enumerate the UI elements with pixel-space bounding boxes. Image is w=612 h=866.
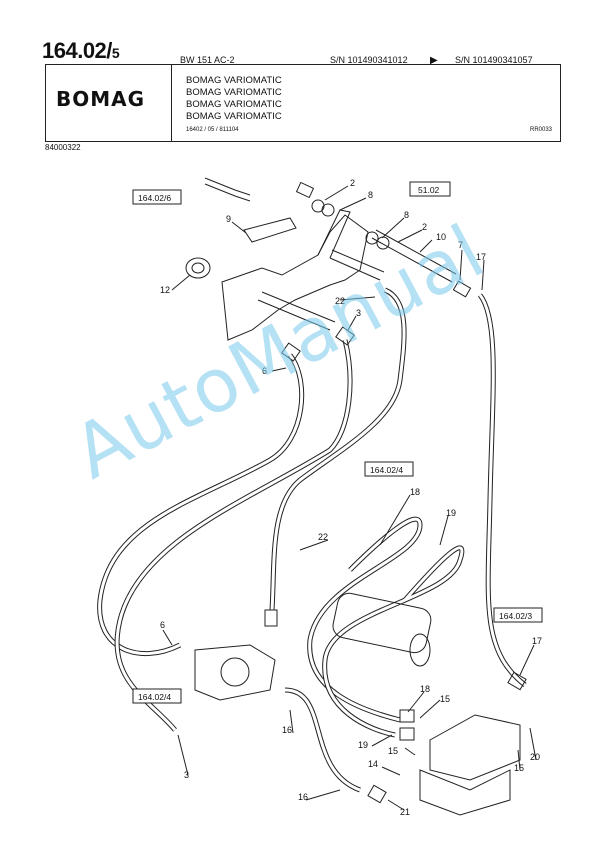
title-line: BOMAG VARIOMATIC (186, 111, 282, 122)
hose-top (204, 177, 251, 196)
callout: 2 (422, 222, 427, 232)
hose-19 (322, 545, 465, 738)
callout: 12 (160, 285, 170, 295)
title-block: BOMAG VARIOMATIC BOMAG VARIOMATIC BOMAG … (186, 75, 282, 123)
page-number: 164.02/5 (42, 38, 120, 63)
callout: 19 (446, 508, 456, 518)
ref-box-4: 164.02/4 (132, 688, 182, 704)
callout: 3 (356, 308, 361, 318)
ref-box-label: 164.02/4 (370, 465, 403, 475)
header-divider (171, 65, 172, 141)
callout: 16 (298, 792, 308, 802)
bomag-logo: BOMAG (56, 87, 146, 111)
callout: 21 (400, 807, 410, 817)
ref-box-label: 164.02/6 (138, 193, 171, 203)
fitting (452, 280, 472, 298)
model-label: BW 151 AC-2 (180, 55, 235, 65)
callout: 6 (262, 366, 267, 376)
fitting (399, 709, 415, 723)
callout: 17 (532, 636, 542, 646)
callout: 10 (436, 232, 446, 242)
callout: 19 (358, 740, 368, 750)
serial-from: S/N 101490341012 (330, 55, 408, 65)
ref-box-1: 164.02/6 (132, 189, 182, 205)
callout: 2 (350, 178, 355, 188)
hose-17 (477, 293, 527, 687)
fitting (507, 671, 527, 691)
washer (321, 203, 335, 217)
callout: 8 (404, 210, 409, 220)
fitting (281, 342, 301, 362)
callout: 20 (530, 752, 540, 762)
ref-box-3: 164.02/4 (364, 461, 414, 477)
bolt-long (371, 229, 457, 283)
callout: 22 (335, 296, 345, 306)
title-line: BOMAG VARIOMATIC (186, 87, 282, 98)
callout: 3 (184, 770, 189, 780)
title-line: BOMAG VARIOMATIC (186, 99, 282, 110)
callout: 15 (440, 694, 450, 704)
header-box: BOMAG BOMAG VARIOMATIC BOMAG VARIOMATIC … (45, 64, 561, 142)
cylinder (332, 592, 432, 654)
fitting (367, 784, 387, 804)
fitting (295, 181, 315, 199)
callout: 17 (476, 252, 486, 262)
grommet (185, 257, 211, 279)
washer (365, 231, 379, 245)
ref-box-5: 164.02/3 (493, 607, 543, 623)
fitting (399, 727, 415, 741)
mounting-bracket (221, 214, 369, 341)
callout: 7 (458, 240, 463, 250)
callout: 9 (226, 214, 231, 224)
callouts: 2 8 9 12 8 2 10 7 17 22 3 6 18 19 22 6 1… (160, 178, 542, 817)
fitting (264, 609, 278, 627)
leader-line (162, 185, 537, 811)
ref-box-label: 51.02 (418, 185, 440, 195)
hydraulic-motor (194, 644, 276, 701)
callout: 6 (160, 620, 165, 630)
document-number: 84000322 (45, 143, 81, 152)
fitting (335, 326, 355, 346)
callout: 14 (368, 759, 378, 769)
ref-box-label: 164.02/3 (499, 611, 532, 621)
callout: 15 (514, 763, 524, 773)
drawing-code: RR0033 (529, 127, 552, 133)
clip (243, 217, 297, 243)
serial-to: S/N 101490341057 (455, 55, 533, 65)
arrow-icon: ▶ (430, 55, 438, 66)
valve-block (429, 714, 521, 781)
bracket-flange (317, 209, 351, 259)
callout: 8 (368, 190, 373, 200)
bolt (257, 291, 336, 331)
ref-box-2: 51.02 (409, 181, 451, 197)
callout: 22 (318, 532, 328, 542)
bolt (329, 249, 385, 281)
ref-box-label: 164.02/4 (138, 692, 171, 702)
callout: 16 (282, 725, 292, 735)
callout: 15 (388, 746, 398, 756)
callout: 18 (420, 684, 430, 694)
reference-code: 16402 / 05 / 811104 (186, 127, 239, 133)
title-line: BOMAG VARIOMATIC (186, 75, 282, 86)
callout: 18 (410, 487, 420, 497)
